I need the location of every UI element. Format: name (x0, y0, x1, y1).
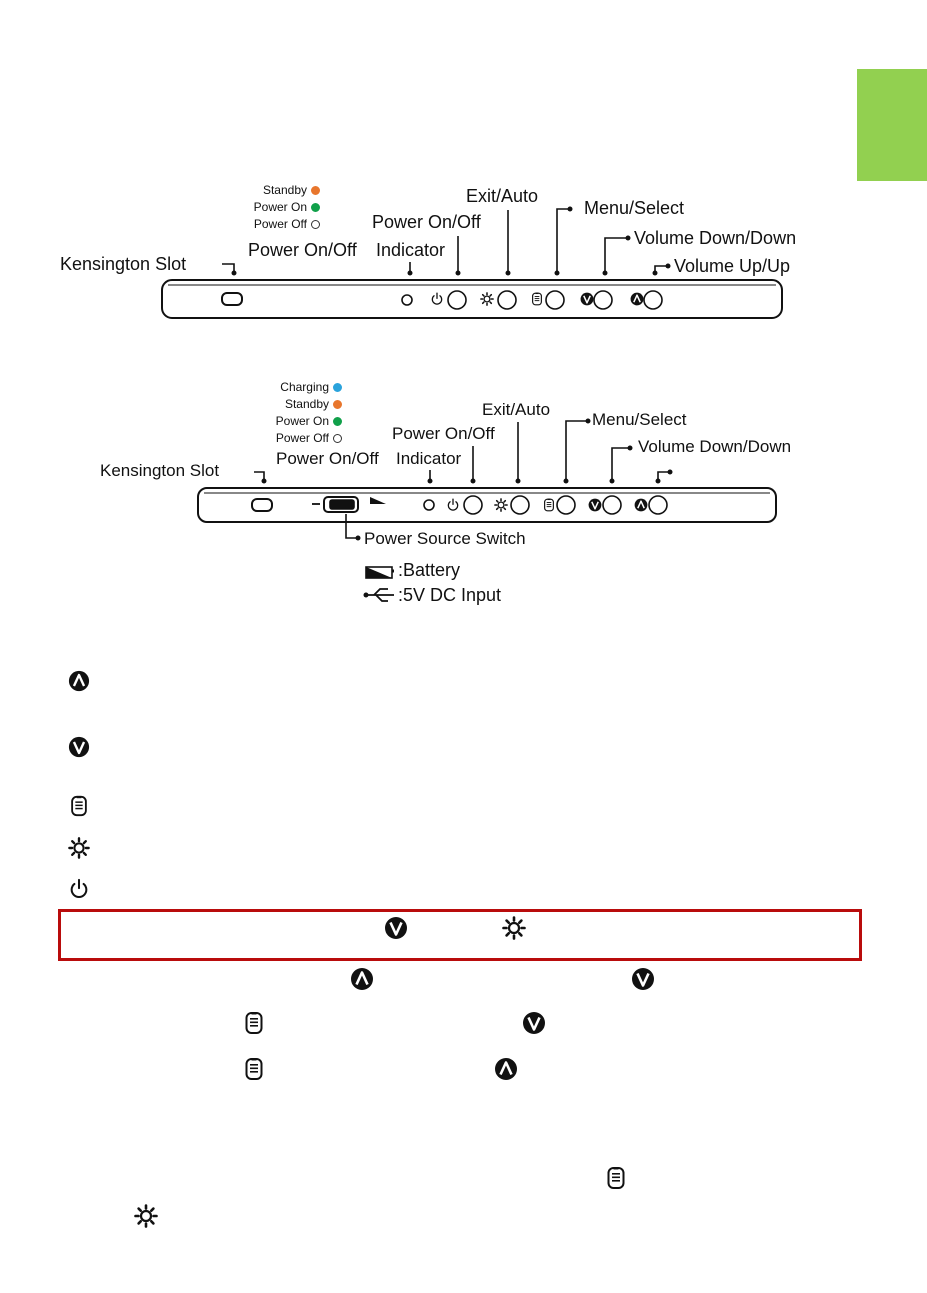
callout-voldown-bottom: Volume Down/Down (638, 437, 792, 456)
volume-up-icon (350, 967, 374, 991)
legend-battery: :Battery (398, 560, 461, 580)
led-power-off-b: Power Off (238, 430, 342, 447)
monitor-bottom-diagram (197, 418, 777, 602)
volume-up-icon (494, 1057, 518, 1081)
volume-up-icon (68, 670, 90, 692)
menu-icon (245, 1057, 263, 1080)
callout-power-bottom: Power On/Off (392, 424, 495, 443)
callout-menu-top: Menu/Select (584, 198, 685, 218)
volume-down-icon (522, 1011, 546, 1035)
section-tab (857, 69, 927, 181)
callout-exit-top: Exit/Auto (466, 186, 539, 206)
brightness-icon (502, 916, 526, 940)
callout-kensington-bottom: Kensington Slot (100, 461, 220, 480)
led-legend-bottom: Charging Standby Power On Power Off (238, 379, 342, 447)
led-standby: Standby (220, 182, 320, 199)
brightness-icon (134, 1204, 158, 1228)
callout-volup-top: Volume Up/Up (674, 256, 791, 276)
callout-indicator-top-b: Indicator (376, 240, 446, 260)
led-legend-top: Standby Power On Power Off (220, 182, 320, 233)
legend-dc-input: :5V DC Input (398, 585, 502, 605)
callout-kensington-top: Kensington Slot (60, 254, 187, 274)
volume-down-icon (631, 967, 655, 991)
power-icon (70, 878, 88, 899)
led-charging: Charging (238, 379, 342, 396)
callout-exit-bottom: Exit/Auto (482, 400, 551, 419)
callout-power-top: Power On/Off (372, 212, 481, 232)
led-standby-b: Standby (238, 396, 342, 413)
led-power-on-b: Power On (238, 413, 342, 430)
led-power-on: Power On (220, 199, 320, 216)
menu-icon (607, 1166, 625, 1189)
monitor-top-diagram (161, 206, 783, 319)
volume-down-icon (68, 736, 90, 758)
brightness-icon (68, 837, 90, 859)
menu-icon (245, 1011, 263, 1034)
callout-indicator-bottom-a: Power On/Off (276, 449, 379, 468)
callout-indicator-top-a: Power On/Off (248, 240, 357, 260)
callout-indicator-bottom-b: Indicator (396, 449, 462, 468)
volume-down-icon (384, 916, 408, 940)
callout-menu-bottom: Menu/Select (592, 410, 687, 429)
highlight-box (58, 909, 862, 961)
led-power-off: Power Off (220, 216, 320, 233)
menu-icon (71, 795, 87, 817)
callout-power-source: Power Source Switch (364, 529, 526, 548)
callout-voldown-top: Volume Down/Down (634, 228, 797, 248)
